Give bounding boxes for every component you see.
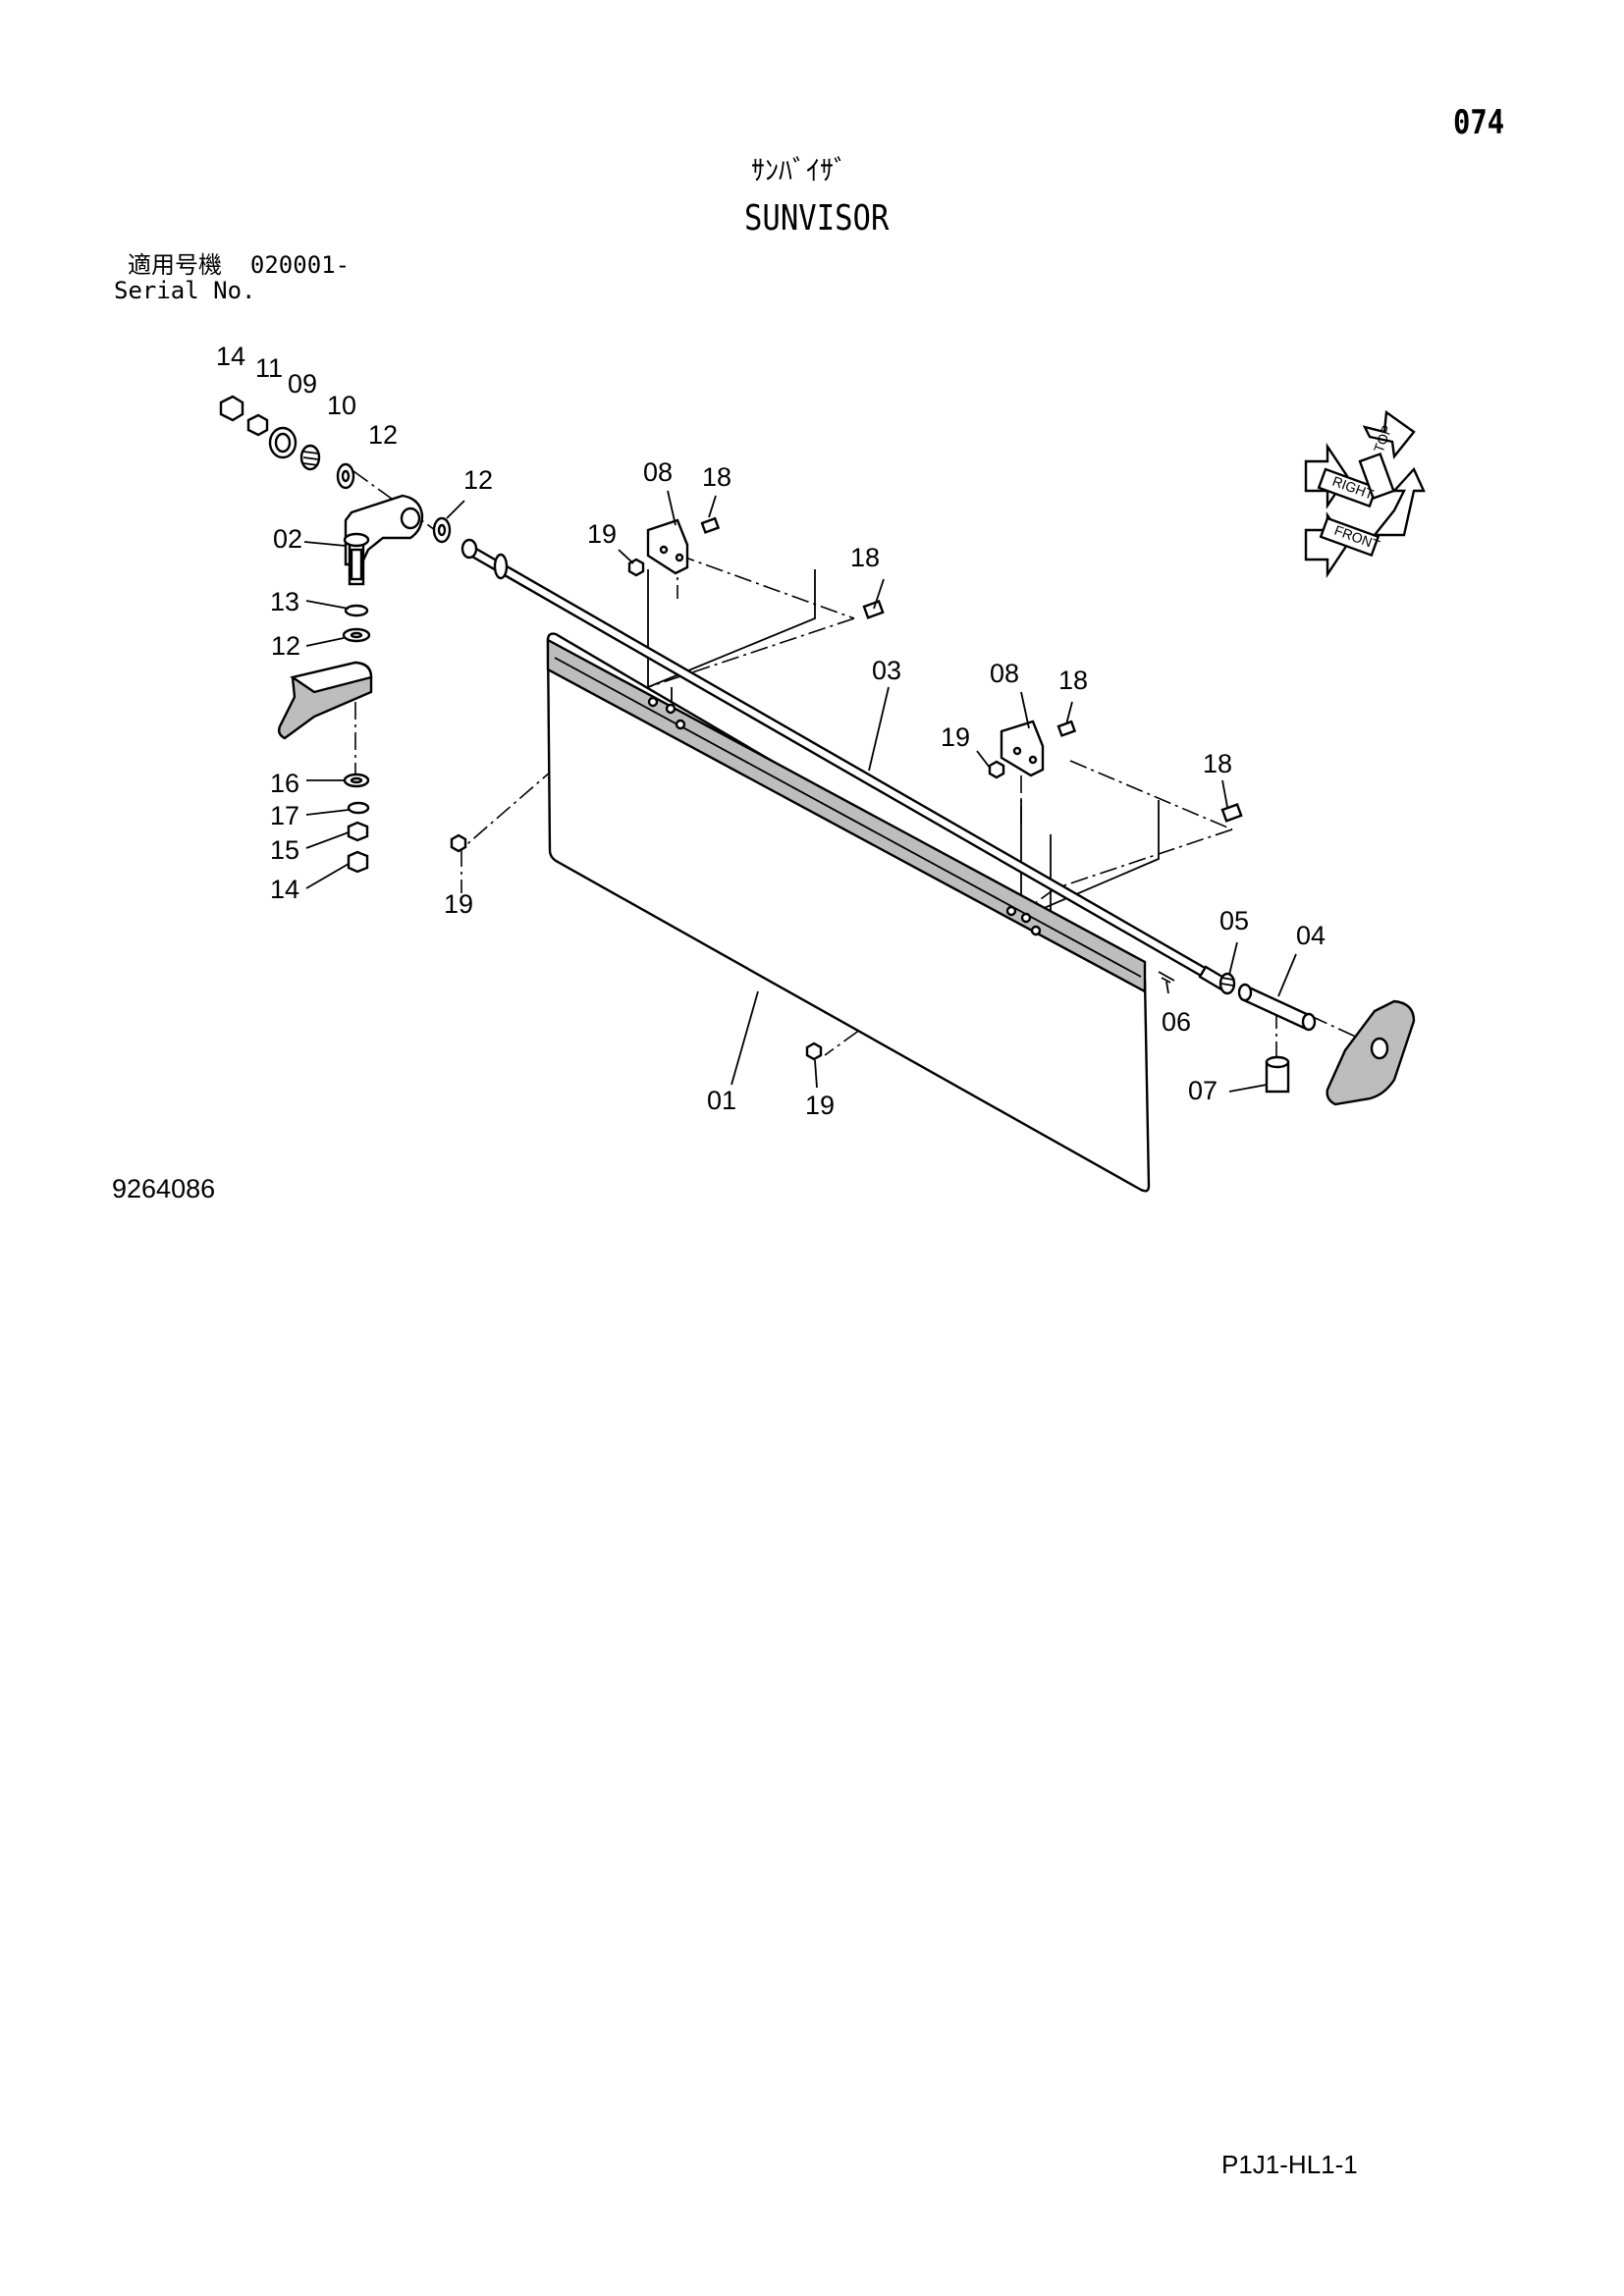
page-code: P1J1-HL1-1: [1221, 2150, 1358, 2179]
callout-19-c: 19: [444, 889, 473, 919]
callout-18-d: 18: [1203, 749, 1232, 778]
callout-13: 13: [270, 587, 299, 616]
bolts-and-nuts: [450, 516, 1243, 1061]
callout-18-b: 18: [850, 543, 880, 572]
callout-17: 17: [270, 801, 299, 830]
callout-16: 16: [270, 769, 299, 798]
callout-08-right: 08: [990, 659, 1019, 688]
callout-19-d: 19: [805, 1091, 835, 1120]
pivot-bracket: [343, 494, 424, 586]
callout-19-b: 19: [941, 722, 970, 752]
right-side-parts: [1158, 971, 1416, 1106]
callout-01: 01: [707, 1086, 736, 1115]
drawing-number: 9264086: [112, 1174, 216, 1203]
callout-19-a: 19: [587, 519, 617, 549]
callout-18-c: 18: [1058, 666, 1088, 695]
callout-12-b: 12: [463, 465, 493, 495]
serial-jp-label: 適用号機: [128, 251, 222, 279]
title-japanese: ｻﾝﾊﾞｲｻﾞ: [751, 154, 848, 187]
page-number: 074: [1453, 103, 1505, 142]
callout-09: 09: [288, 369, 317, 399]
callout-numbers: 14 11 09 10 12 12 02 13 12 16 17 15 14 0…: [216, 342, 1326, 1120]
callout-14-bottom: 14: [270, 875, 299, 904]
callout-14-top: 14: [216, 342, 245, 371]
left-lower-stack: [277, 604, 373, 874]
callout-15: 15: [270, 835, 299, 865]
hinge-brackets: [646, 518, 1045, 777]
callout-12-a: 12: [368, 420, 398, 450]
callout-04: 04: [1296, 921, 1326, 950]
callout-06: 06: [1162, 1007, 1191, 1037]
serial-range: 020001-: [249, 251, 351, 279]
callout-11: 11: [255, 353, 283, 383]
serial-label-english: Serial No.: [114, 277, 256, 304]
callout-12-c: 12: [271, 631, 300, 661]
callout-03: 03: [872, 656, 901, 685]
callout-05: 05: [1219, 906, 1249, 935]
title-english: SUNVISOR: [744, 198, 890, 239]
sunvisor-panel: [546, 632, 1151, 1193]
orientation-indicator-icon: RIGHT FRONT TOP: [1304, 409, 1426, 578]
callout-18-a: 18: [702, 462, 731, 492]
serial-label-japanese: 適用号機 020001-: [128, 253, 350, 277]
callout-02: 02: [273, 524, 302, 554]
callout-07: 07: [1188, 1076, 1218, 1105]
callout-08-left: 08: [643, 457, 673, 487]
callout-leaders: [303, 490, 1297, 1093]
left-hardware-stack: [219, 395, 452, 544]
callout-10: 10: [327, 391, 356, 420]
